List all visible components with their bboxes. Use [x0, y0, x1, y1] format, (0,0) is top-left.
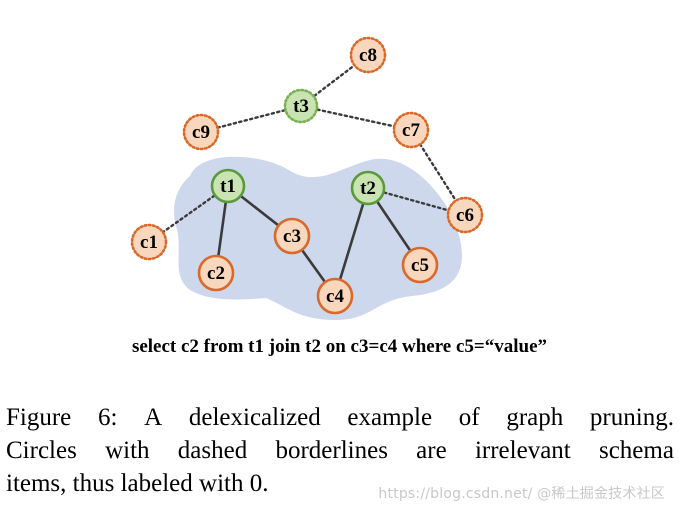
caption-word: delexicalized: [188, 404, 321, 431]
column-node-circle-c4: [316, 277, 354, 315]
node-label-t1: t1: [220, 176, 236, 197]
node-c9: c9: [182, 113, 220, 151]
column-node-circle-c7: [392, 111, 430, 149]
node-t1: t1: [210, 168, 246, 204]
caption-word: dashed: [177, 437, 248, 464]
column-node-circle-c2: [197, 254, 235, 292]
node-c4: c4: [316, 277, 354, 315]
caption-line-2: Circles with dashed borderlines are irrelevan…: [6, 434, 674, 467]
node-label-c1: c1: [140, 232, 158, 253]
node-c6: c6: [446, 196, 484, 234]
caption-word: 6:: [97, 404, 118, 431]
column-node-circle-c3: [273, 217, 311, 255]
node-t3: t3: [283, 88, 319, 124]
node-c7: c7: [392, 111, 430, 149]
node-label-c9: c9: [192, 122, 210, 143]
table-node-circle-t3: [283, 88, 319, 124]
node-c8: c8: [349, 36, 387, 74]
node-label-t2: t2: [360, 178, 376, 199]
node-label-c5: c5: [411, 255, 429, 276]
watermark-text: https://blog.csdn.net/ @稀土掘金技术社区: [378, 486, 665, 502]
caption-word: Figure: [6, 404, 72, 431]
column-node-circle-c9: [182, 113, 220, 151]
column-node-circle-c6: [446, 196, 484, 234]
node-c5: c5: [401, 246, 439, 284]
table-node-circle-t1: [210, 168, 246, 204]
caption-line-3: items, thus labeled with 0.: [6, 470, 269, 497]
column-node-circle-c8: [349, 36, 387, 74]
nodes-layer: c8 t3 c9 c7 t1 t2 c6 c1 c3 c5 c2 c4: [130, 36, 484, 315]
node-label-c6: c6: [456, 205, 474, 226]
caption-word: are: [416, 437, 447, 464]
caption-word: A: [144, 404, 163, 431]
node-c2: c2: [197, 254, 235, 292]
column-node-circle-c5: [401, 246, 439, 284]
node-label-t3: t3: [293, 96, 309, 117]
node-c3: c3: [273, 217, 311, 255]
caption-word: irrelevant: [474, 437, 571, 464]
edge-c4-t2: [333, 187, 370, 297]
caption-word: pruning.: [589, 404, 674, 431]
node-label-c7: c7: [402, 120, 420, 141]
caption-word: example: [347, 404, 433, 431]
relevant-region-blob: [173, 156, 462, 320]
node-label-c3: c3: [283, 226, 301, 247]
node-label-c4: c4: [326, 286, 344, 307]
caption-word: borderlines: [275, 437, 388, 464]
caption-word: graph: [506, 404, 564, 431]
node-label-c2: c2: [207, 263, 225, 284]
node-c1: c1: [130, 223, 168, 261]
column-node-circle-c1: [130, 223, 168, 261]
node-t2: t2: [350, 170, 386, 206]
sql-query-text: select c2 from t1 join t2 on c3=c4 where…: [131, 336, 548, 357]
table-node-circle-t2: [350, 170, 386, 206]
edge-t3-c7: [299, 104, 413, 132]
caption-word: schema: [598, 437, 674, 464]
caption-word: Circles: [6, 437, 77, 464]
node-label-c8: c8: [359, 45, 377, 66]
caption-word: of: [458, 404, 480, 431]
caption-word: with: [105, 437, 150, 464]
